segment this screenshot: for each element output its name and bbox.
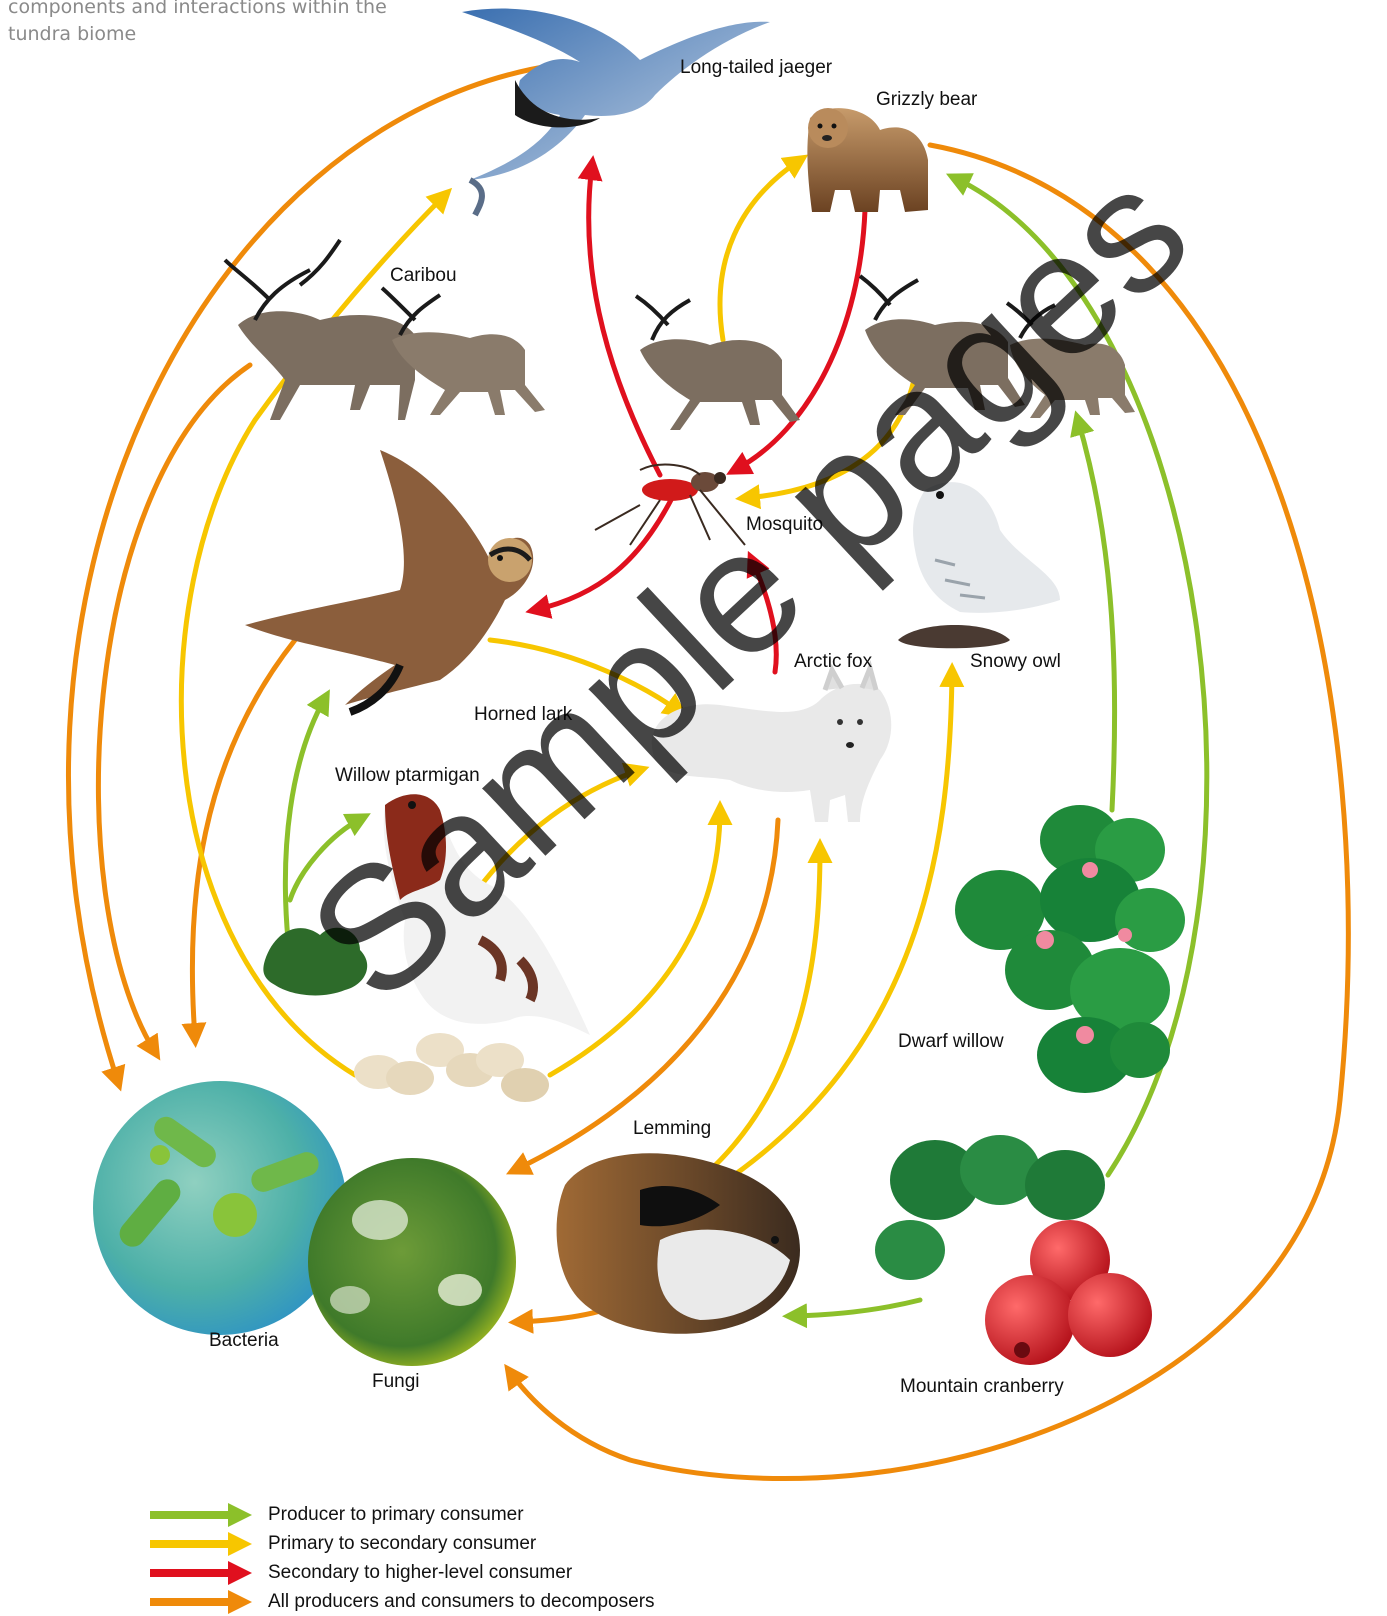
legend-item-secondary-to-higher: Secondary to higher-level consumer [150,1558,655,1587]
label-caribou: Caribou [390,265,457,286]
lemming-illustration [557,1153,800,1333]
grizzly-bear-illustration [807,108,928,212]
label-lemming: Lemming [633,1118,711,1139]
legend-label-primary-to-secondary: Primary to secondary consumer [268,1533,536,1555]
label-long-tailed-jaeger: Long-tailed jaeger [680,57,833,78]
legend-label-producer-to-primary: Producer to primary consumer [268,1504,524,1526]
horned-lark-illustration [245,450,533,712]
label-bacteria: Bacteria [209,1330,279,1351]
arrow-willow-to-caribou [1078,420,1115,810]
legend-item-producer-to-primary: Producer to primary consumer [150,1500,655,1529]
legend-label-to-decomposers: All producers and consumers to decompose… [268,1591,655,1613]
arrow-lemming-to-fox [705,848,820,1175]
legend-item-primary-to-secondary: Primary to secondary consumer [150,1529,655,1558]
legend-arrow-red [150,1560,254,1586]
long-tailed-jaeger-illustration [462,9,770,215]
bacteria-illustration [93,1081,347,1335]
legend-arrow-green [150,1502,254,1528]
legend-arrow-yellow [150,1531,254,1557]
legend-arrow-orange [150,1589,254,1615]
fungi-illustration [308,1158,516,1366]
arrow-cranberry-to-lemming [792,1300,920,1316]
legend-label-secondary-to-higher: Secondary to higher-level consumer [268,1562,572,1584]
legend-item-to-decomposers: All producers and consumers to decompose… [150,1587,655,1616]
label-fungi: Fungi [372,1371,420,1392]
label-snowy-owl: Snowy owl [970,651,1061,672]
label-dwarf-willow: Dwarf willow [898,1031,1004,1052]
label-grizzly-bear: Grizzly bear [876,89,978,110]
arrow-mosquito-to-jaeger [589,165,660,475]
label-mountain-cranberry: Mountain cranberry [900,1376,1064,1397]
arrow-caribou-to-bear [720,160,800,340]
legend: Producer to primary consumer Primary to … [150,1500,655,1616]
eggs-illustration [354,1033,549,1102]
